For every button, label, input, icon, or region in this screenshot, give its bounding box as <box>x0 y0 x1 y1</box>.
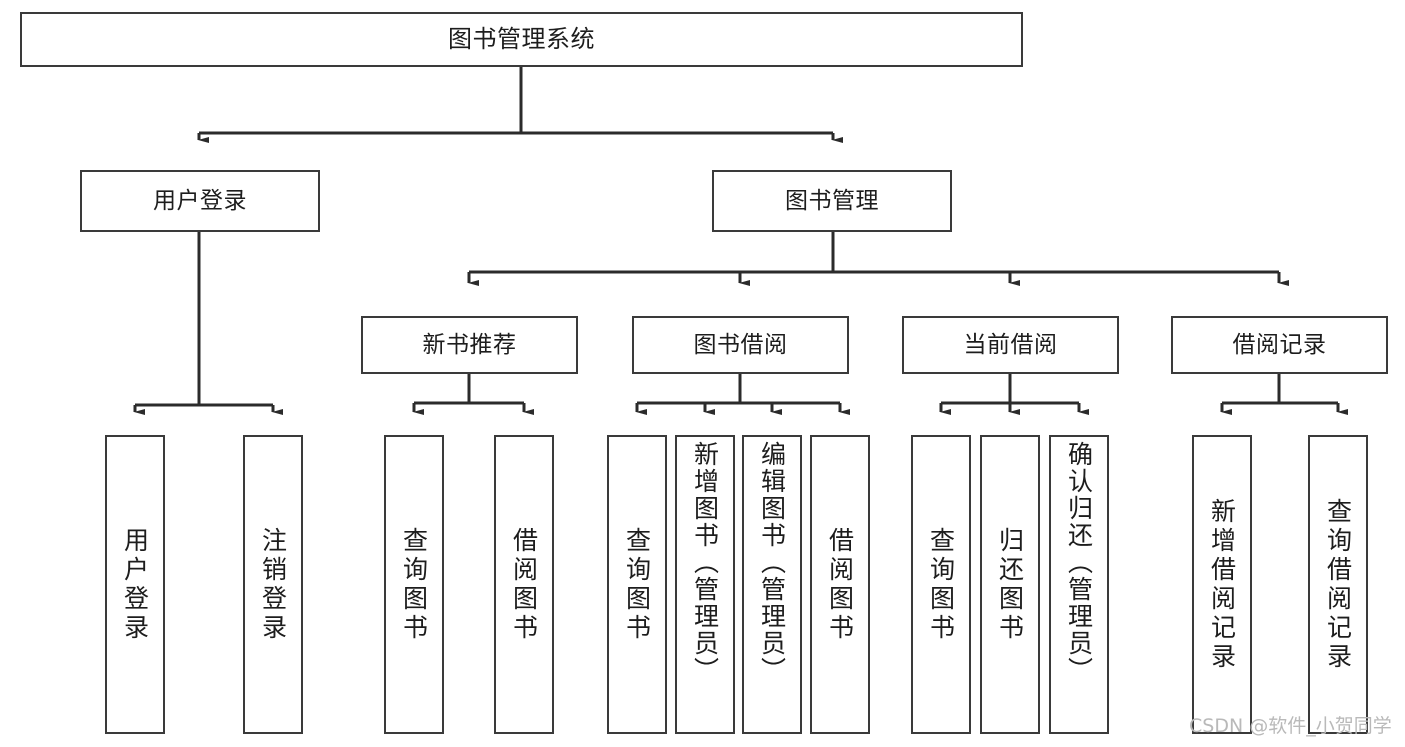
leaf-query-borrow-record[interactable]: 查询借阅记录 <box>1308 435 1368 734</box>
node-book-borrow-label: 图书借阅 <box>693 331 788 358</box>
leaf-query-book-borrow-label: 查询图书 <box>622 526 652 643</box>
leaf-return-book[interactable]: 归还图书 <box>980 435 1040 734</box>
csdn-watermark: CSDN @软件_小贺同学 <box>1189 715 1392 737</box>
node-book-management-label: 图书管理 <box>785 187 879 214</box>
leaf-add-book-admin-label: 新增图书（管理员） <box>690 441 720 684</box>
leaf-user-login[interactable]: 用户登录 <box>105 435 165 734</box>
node-root-label: 图书管理系统 <box>448 24 595 53</box>
leaf-confirm-return-admin[interactable]: 确认归还（管理员） <box>1049 435 1109 734</box>
leaf-borrow-book-recommend-label: 借阅图书 <box>509 526 539 643</box>
node-new-book-recommend-label: 新书推荐 <box>422 331 517 358</box>
leaf-confirm-return-admin-label: 确认归还（管理员） <box>1064 441 1094 684</box>
node-current-borrow[interactable]: 当前借阅 <box>902 316 1119 374</box>
node-root[interactable]: 图书管理系统 <box>20 12 1023 67</box>
leaf-logout-label: 注销登录 <box>258 526 288 643</box>
leaf-query-book-borrow[interactable]: 查询图书 <box>607 435 667 734</box>
leaf-borrow-book-label: 借阅图书 <box>825 526 855 643</box>
node-user-login-label: 用户登录 <box>153 187 247 214</box>
leaf-query-book-recommend[interactable]: 查询图书 <box>384 435 444 734</box>
leaf-query-book-current[interactable]: 查询图书 <box>911 435 971 734</box>
leaf-edit-book-admin-label: 编辑图书（管理员） <box>757 441 787 684</box>
node-book-management[interactable]: 图书管理 <box>712 170 952 232</box>
node-new-book-recommend[interactable]: 新书推荐 <box>361 316 578 374</box>
node-current-borrow-label: 当前借阅 <box>963 331 1058 358</box>
node-borrow-records-label: 借阅记录 <box>1232 331 1327 358</box>
leaf-query-book-current-label: 查询图书 <box>926 526 956 643</box>
leaf-add-book-admin[interactable]: 新增图书（管理员） <box>675 435 735 734</box>
leaf-user-login-label: 用户登录 <box>120 526 150 643</box>
leaf-return-book-label: 归还图书 <box>995 526 1025 643</box>
node-borrow-records[interactable]: 借阅记录 <box>1171 316 1388 374</box>
node-user-login[interactable]: 用户登录 <box>80 170 320 232</box>
leaf-query-book-recommend-label: 查询图书 <box>399 526 429 643</box>
leaf-query-borrow-record-label: 查询借阅记录 <box>1323 497 1353 672</box>
leaf-add-borrow-record[interactable]: 新增借阅记录 <box>1192 435 1252 734</box>
leaf-add-borrow-record-label: 新增借阅记录 <box>1207 497 1237 672</box>
node-book-borrow[interactable]: 图书借阅 <box>632 316 849 374</box>
leaf-logout[interactable]: 注销登录 <box>243 435 303 734</box>
leaf-borrow-book-recommend[interactable]: 借阅图书 <box>494 435 554 734</box>
leaf-edit-book-admin[interactable]: 编辑图书（管理员） <box>742 435 802 734</box>
leaf-borrow-book[interactable]: 借阅图书 <box>810 435 870 734</box>
